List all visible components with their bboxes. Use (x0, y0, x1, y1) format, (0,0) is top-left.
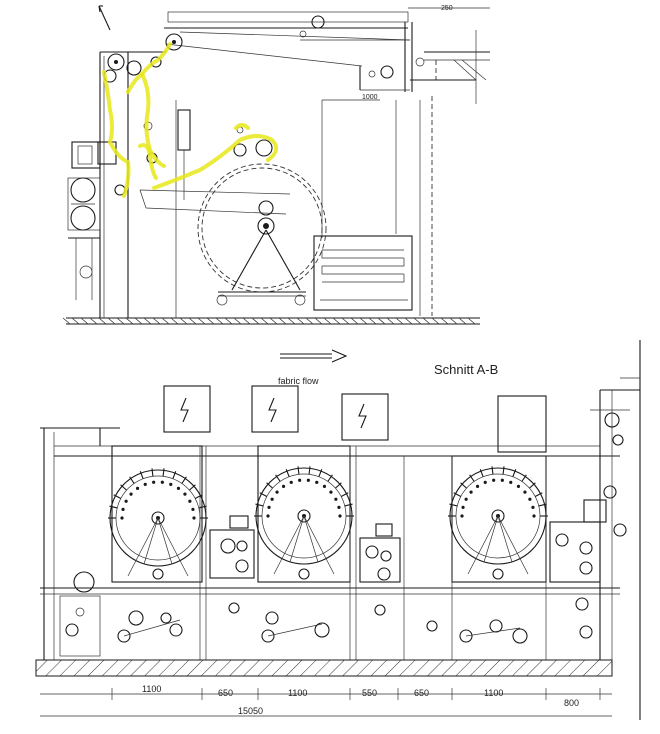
electric-boxes (163, 385, 547, 453)
dim-1: 1100 (142, 684, 161, 694)
dim-mid-label: 1000 (362, 94, 378, 101)
dim-5: 650 (414, 688, 429, 698)
top-floor-hatch (62, 317, 480, 325)
motor-units (209, 409, 630, 583)
top-drum (139, 126, 327, 306)
dimension-line (40, 688, 612, 717)
dim-3: 1100 (288, 688, 307, 698)
section-floor (35, 659, 613, 677)
top-right-structure (299, 15, 490, 316)
dim-2: 650 (218, 688, 233, 698)
dim-top-label: 250 (441, 5, 453, 12)
section-title: Schnitt A-B (434, 362, 498, 377)
section-view: Schnitt A-B fabric flow (35, 340, 641, 720)
flow-arrow (280, 340, 641, 720)
heater-box (313, 235, 413, 311)
interior-columns (175, 99, 397, 318)
fabric-path-highlight (102, 42, 279, 198)
flow-label: fabric flow (278, 376, 319, 386)
dim-total: 15050 (238, 706, 263, 716)
upper-rollers (103, 33, 183, 196)
dim-7: 800 (564, 698, 579, 708)
top-elevation-view: 250 1000 (62, 5, 490, 325)
dim-6: 1100 (484, 688, 503, 698)
left-column (67, 51, 166, 318)
section-frame (40, 377, 640, 660)
lower-machinery (59, 568, 593, 657)
dim-4: 550 (362, 688, 377, 698)
top-frame (164, 7, 490, 92)
corner-arrow (98, 5, 111, 31)
